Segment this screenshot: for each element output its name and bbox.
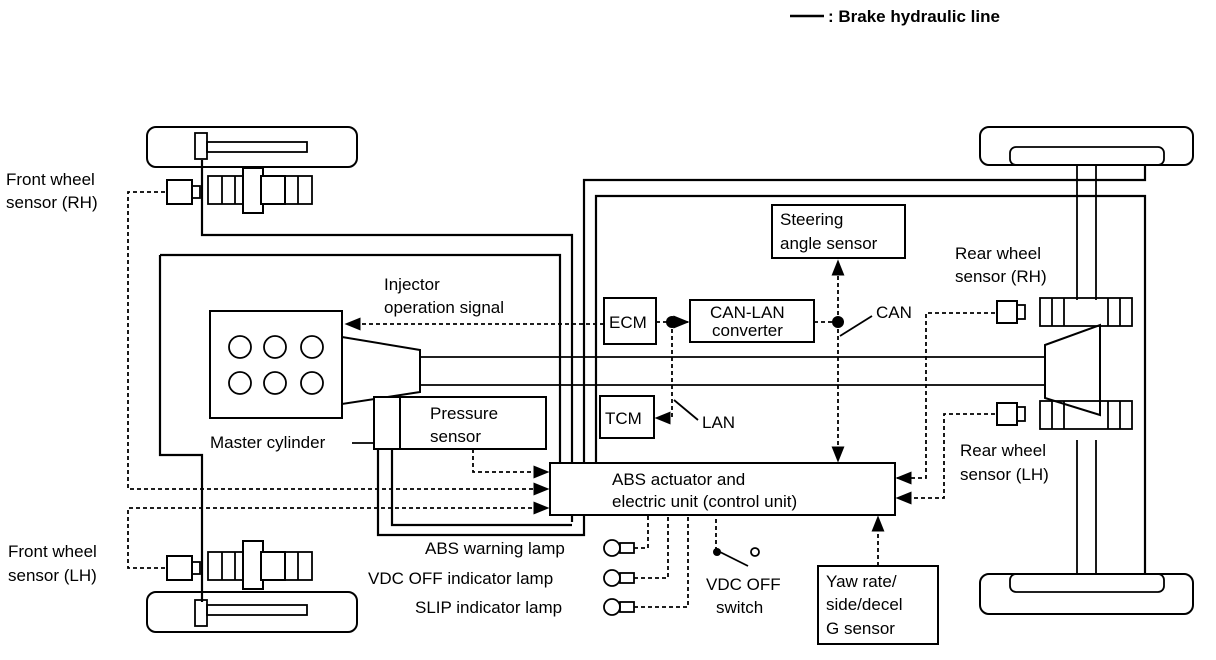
- slip-indicator-lamp-label: SLIP indicator lamp: [415, 598, 562, 617]
- rear-rh-label-2: sensor (RH): [955, 267, 1047, 286]
- front-lh-label-2: sensor (LH): [8, 566, 97, 585]
- legend-label: : Brake hydraulic line: [828, 7, 1000, 26]
- vdc-off-switch-label-1: VDC OFF: [706, 575, 781, 594]
- steering-label-1: Steering: [780, 210, 843, 229]
- legend: : Brake hydraulic line: [790, 7, 1000, 26]
- engine: [209, 310, 421, 419]
- signal-lines: [127, 191, 995, 608]
- master-cylinder: [373, 396, 401, 450]
- ecm-can-node: [666, 316, 678, 328]
- slip-indicator-lamp: SLIP indicator lamp: [415, 598, 635, 617]
- front-right-wheel: [146, 126, 358, 168]
- can-label: CAN: [876, 303, 912, 322]
- steering-angle-sensor-box: Steering angle sensor: [771, 204, 906, 259]
- front-rh-label-2: sensor (RH): [6, 193, 98, 212]
- can-lan-converter-box: CAN-LAN converter: [689, 299, 815, 343]
- ecm-box: ECM: [603, 297, 657, 345]
- steering-label-2: angle sensor: [780, 234, 878, 253]
- front-left-sensor-rotor: [166, 540, 313, 590]
- vdc-off-indicator-lamp: VDC OFF indicator lamp: [368, 569, 635, 588]
- can-node: [832, 316, 844, 328]
- rear-rh-label-1: Rear wheel: [955, 244, 1041, 263]
- can-lan-label-2: converter: [712, 321, 783, 340]
- abs-warning-lamp-label: ABS warning lamp: [425, 539, 565, 558]
- front-rh-label-1: Front wheel: [6, 170, 95, 189]
- rear-right-sensor-rotor: [996, 297, 1133, 327]
- injector-label-2: operation signal: [384, 298, 504, 317]
- abs-actuator-box: ABS actuator and electric unit (control …: [549, 462, 896, 516]
- brake-hydraulic-lines: [158, 160, 1147, 602]
- yaw-label-1: Yaw rate/: [826, 572, 897, 591]
- abs-warning-lamp: ABS warning lamp: [425, 539, 635, 558]
- rear-left-sensor-rotor: [996, 400, 1133, 430]
- yaw-label-2: side/decel: [826, 595, 903, 614]
- front-right-sensor-rotor: [166, 167, 313, 214]
- front-lh-label-1: Front wheel: [8, 542, 97, 561]
- vdc-off-switch: VDC OFF switch: [706, 547, 781, 617]
- can-lan-label-1: CAN-LAN: [710, 303, 785, 322]
- vdc-off-switch-label-2: switch: [716, 598, 763, 617]
- rear-left-wheel: [979, 573, 1194, 615]
- propeller-shaft: [420, 356, 1045, 386]
- pressure-sensor-label-1: Pressure: [430, 404, 498, 423]
- tcm-box: TCM: [599, 395, 655, 439]
- yaw-label-3: G sensor: [826, 619, 895, 638]
- yaw-rate-sensor-box: Yaw rate/ side/decel G sensor: [817, 565, 939, 645]
- pressure-sensor-label-2: sensor: [430, 427, 481, 446]
- rear-lh-label-2: sensor (LH): [960, 465, 1049, 484]
- ecm-label: ECM: [609, 313, 647, 332]
- abs-actuator-label-1: ABS actuator and: [612, 470, 745, 489]
- master-cylinder-label: Master cylinder: [210, 433, 326, 452]
- injector-label-1: Injector: [384, 275, 440, 294]
- rear-lh-label-1: Rear wheel: [960, 441, 1046, 460]
- pressure-sensor-box: Pressure sensor: [399, 396, 547, 450]
- lan-label: LAN: [702, 413, 735, 432]
- rear-axle: [1044, 165, 1101, 574]
- abs-actuator-label-2: electric unit (control unit): [612, 492, 797, 511]
- front-left-wheel: [146, 591, 358, 633]
- vdc-off-indicator-lamp-label: VDC OFF indicator lamp: [368, 569, 553, 588]
- rear-right-wheel: [979, 126, 1194, 166]
- tcm-label: TCM: [605, 409, 642, 428]
